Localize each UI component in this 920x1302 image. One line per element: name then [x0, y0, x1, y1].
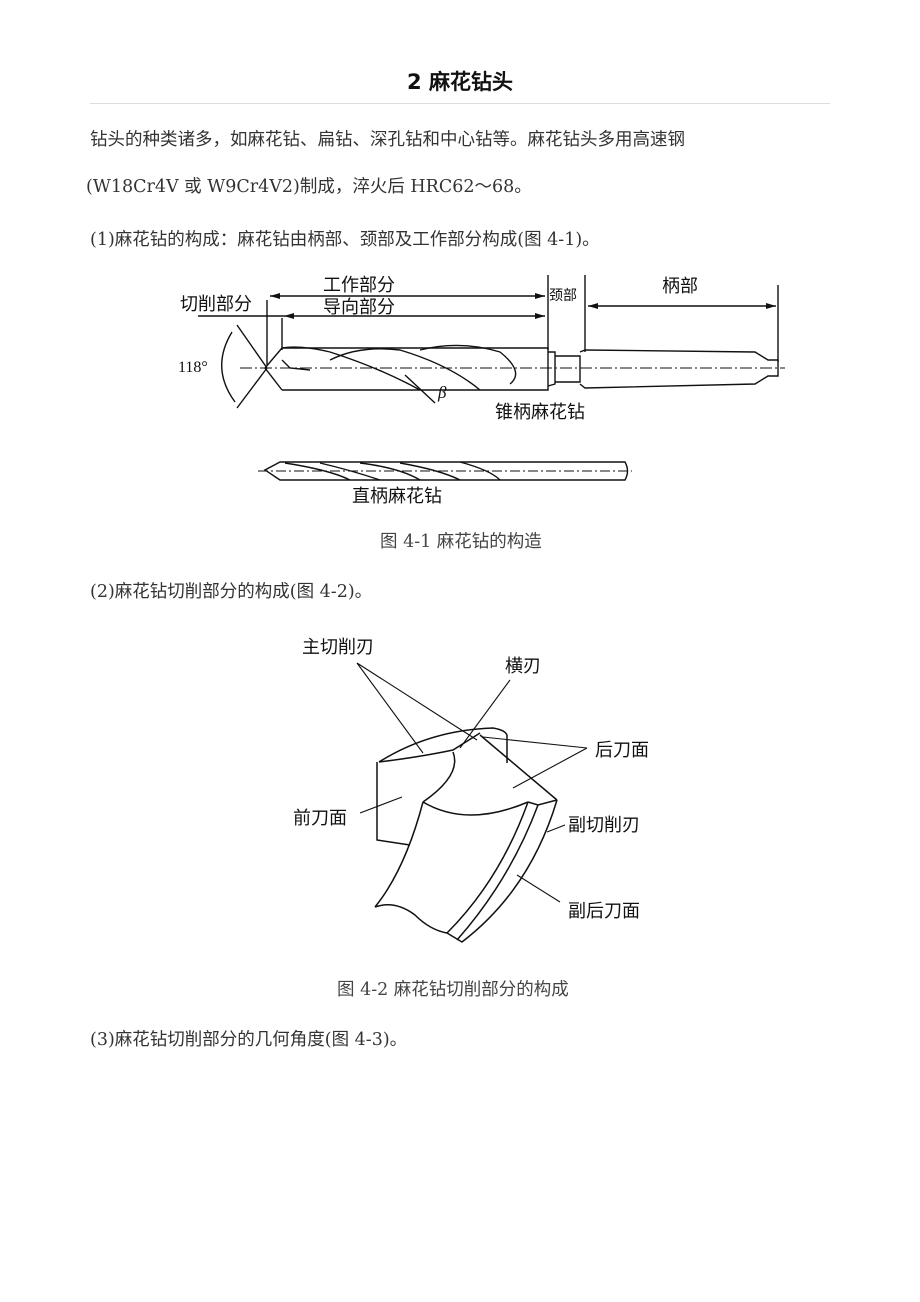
paragraph-structure: (1)麻花钻的构成：麻花钻由柄部、颈部及工作部分构成(图 4-1)。 — [90, 230, 600, 250]
section-heading: 2 麻花钻头 — [407, 70, 513, 94]
paragraph-intro-line1: 钻头的种类诸多，如麻花钻、扁钻、深孔钻和中心钻等。麻花钻头多用高速钢 — [90, 130, 685, 150]
label-taper-shank-drill: 锥柄麻花钻 — [495, 402, 585, 423]
label-guiding-part: 导向部分 — [323, 297, 395, 318]
label-minor-cutting-edge: 副切削刃 — [568, 815, 640, 836]
label-cutting-part: 切削部分 — [180, 294, 252, 315]
label-helix-angle: β — [437, 383, 447, 402]
paragraph-geometry: (3)麻花钻切削部分的几何角度(图 4-3)。 — [90, 1030, 408, 1050]
figure1-caption: 图 4-1 麻花钻的构造 — [380, 532, 542, 552]
label-rake-face: 前刀面 — [293, 808, 347, 829]
label-point-angle: 118° — [178, 359, 208, 376]
paragraph-intro-line2: (W18Cr4V 或 W9Cr4V2)制成，淬火后 HRC62～68。 — [86, 177, 532, 197]
label-shank: 柄部 — [662, 276, 698, 297]
heading-divider — [90, 103, 830, 104]
dimension-arrows — [270, 293, 776, 319]
label-working-part: 工作部分 — [323, 275, 395, 296]
label-main-cutting-edge: 主切削刃 — [302, 637, 374, 658]
paragraph-cutting-part: (2)麻花钻切削部分的构成(图 4-2)。 — [90, 582, 373, 602]
label-neck: 颈部 — [549, 288, 577, 304]
label-straight-shank-drill: 直柄麻花钻 — [352, 486, 442, 507]
figure2-caption: 图 4-2 麻花钻切削部分的构成 — [337, 980, 569, 1000]
label-flank-face: 后刀面 — [595, 740, 649, 761]
label-chisel-edge: 横刃 — [505, 656, 541, 677]
label-minor-flank-face: 副后刀面 — [568, 901, 640, 922]
